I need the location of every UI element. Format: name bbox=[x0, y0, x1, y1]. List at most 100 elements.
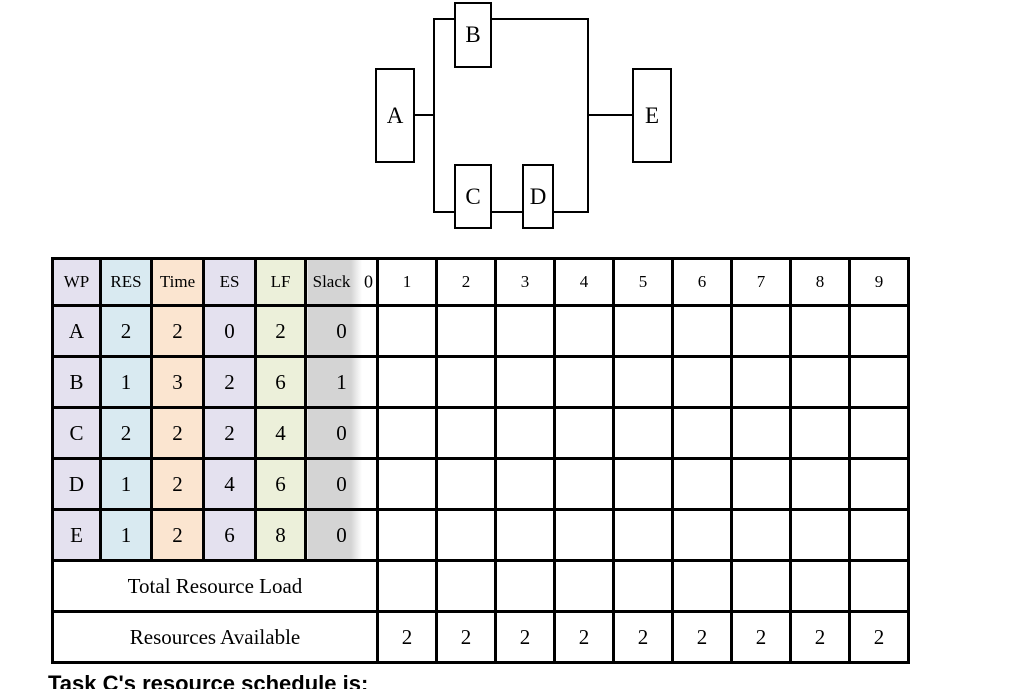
timeline-cell bbox=[789, 355, 851, 409]
schedule-table: WP RES Time ES LF Slack 0 1 2 3 4 5 6 7 … bbox=[51, 257, 910, 664]
task-node-c: C bbox=[454, 164, 492, 229]
timeline-cell bbox=[848, 304, 910, 358]
timeline-label-5: 5 bbox=[612, 257, 674, 307]
task-row-d: D 1 2 4 6 0 bbox=[51, 457, 910, 511]
total-load-cell bbox=[612, 559, 674, 613]
timeline-cell bbox=[553, 406, 615, 460]
edge-join-to-e bbox=[587, 114, 634, 116]
timeline-cell bbox=[494, 457, 556, 511]
total-load-cell bbox=[435, 559, 497, 613]
edge-c-to-d bbox=[490, 211, 524, 213]
precedence-diagram: A B C D E bbox=[0, 0, 1024, 250]
timeline-cell bbox=[671, 406, 733, 460]
column-header-wp: WP bbox=[51, 257, 102, 307]
timeline-cell bbox=[612, 406, 674, 460]
wp-cell: C bbox=[51, 406, 102, 460]
timeline-cell bbox=[848, 406, 910, 460]
resources-available-row: Resources Available 2 2 2 2 2 2 2 2 2 bbox=[51, 610, 910, 664]
resources-available-cell: 2 bbox=[730, 610, 792, 664]
timeline-label-7: 7 bbox=[730, 257, 792, 307]
question-caption: Task C's resource schedule is: bbox=[48, 671, 369, 689]
resources-available-label: Resources Available bbox=[51, 610, 379, 664]
timeline-cell bbox=[553, 457, 615, 511]
column-header-slack: Slack 0 bbox=[304, 257, 379, 307]
timeline-cell bbox=[789, 457, 851, 511]
slack-cell: 0 bbox=[304, 508, 379, 562]
timeline-cell bbox=[376, 457, 438, 511]
total-load-cell bbox=[376, 559, 438, 613]
time-cell: 3 bbox=[150, 355, 205, 409]
timeline-label-0: 0 bbox=[364, 271, 373, 292]
slack-cell: 0 bbox=[304, 457, 379, 511]
timeline-label-4: 4 bbox=[553, 257, 615, 307]
resources-available-cell: 2 bbox=[848, 610, 910, 664]
slack-value: 1 bbox=[336, 369, 347, 394]
resources-available-cell: 2 bbox=[612, 610, 674, 664]
task-node-b: B bbox=[454, 2, 492, 68]
timeline-label-1: 1 bbox=[376, 257, 438, 307]
lf-cell: 2 bbox=[254, 304, 307, 358]
edge-a-branch bbox=[413, 114, 435, 116]
timeline-cell bbox=[376, 508, 438, 562]
res-cell: 1 bbox=[99, 508, 153, 562]
wp-cell: A bbox=[51, 304, 102, 358]
task-node-a: A bbox=[375, 68, 415, 163]
resources-available-cell: 2 bbox=[376, 610, 438, 664]
task-node-e-label: E bbox=[644, 102, 660, 128]
timeline-cell bbox=[789, 508, 851, 562]
task-node-d: D bbox=[522, 164, 554, 229]
timeline-cell bbox=[671, 304, 733, 358]
total-load-cell bbox=[671, 559, 733, 613]
timeline-cell bbox=[730, 355, 792, 409]
res-cell: 2 bbox=[99, 406, 153, 460]
timeline-cell bbox=[730, 304, 792, 358]
slack-header-label: Slack bbox=[312, 272, 351, 291]
timeline-cell bbox=[553, 304, 615, 358]
timeline-label-2: 2 bbox=[435, 257, 497, 307]
total-load-cell bbox=[730, 559, 792, 613]
edge-b-to-join bbox=[490, 18, 589, 20]
timeline-label-9: 9 bbox=[848, 257, 910, 307]
slack-value: 0 bbox=[336, 420, 347, 445]
total-load-cell bbox=[848, 559, 910, 613]
total-load-cell bbox=[789, 559, 851, 613]
task-row-e: E 1 2 6 8 0 bbox=[51, 508, 910, 562]
resources-available-cell: 2 bbox=[435, 610, 497, 664]
timeline-cell bbox=[789, 304, 851, 358]
timeline-cell bbox=[376, 355, 438, 409]
timeline-cell bbox=[612, 355, 674, 409]
resources-available-cell: 2 bbox=[494, 610, 556, 664]
timeline-cell bbox=[730, 406, 792, 460]
total-load-label: Total Resource Load bbox=[51, 559, 379, 613]
timeline-cell bbox=[671, 457, 733, 511]
lf-cell: 6 bbox=[254, 457, 307, 511]
slack-value: 0 bbox=[336, 522, 347, 547]
edge-d-to-join bbox=[552, 211, 589, 213]
task-node-e: E bbox=[632, 68, 672, 163]
es-cell: 6 bbox=[202, 508, 257, 562]
column-header-res: RES bbox=[99, 257, 153, 307]
es-cell: 2 bbox=[202, 406, 257, 460]
timeline-cell bbox=[730, 508, 792, 562]
edge-branch-to-c bbox=[433, 211, 456, 213]
column-header-es: ES bbox=[202, 257, 257, 307]
timeline-label-8: 8 bbox=[789, 257, 851, 307]
timeline-cell bbox=[494, 304, 556, 358]
resources-available-cell: 2 bbox=[789, 610, 851, 664]
timeline-cell bbox=[435, 406, 497, 460]
column-header-lf: LF bbox=[254, 257, 307, 307]
edge-branch-to-b bbox=[433, 18, 456, 20]
res-cell: 2 bbox=[99, 304, 153, 358]
time-cell: 2 bbox=[150, 457, 205, 511]
resources-available-cell: 2 bbox=[671, 610, 733, 664]
res-cell: 1 bbox=[99, 355, 153, 409]
timeline-cell bbox=[612, 457, 674, 511]
timeline-cell bbox=[848, 508, 910, 562]
lf-cell: 4 bbox=[254, 406, 307, 460]
edge-branch-vertical bbox=[433, 18, 435, 213]
timeline-cell bbox=[671, 508, 733, 562]
wp-cell: D bbox=[51, 457, 102, 511]
timeline-cell bbox=[435, 457, 497, 511]
timeline-cell bbox=[435, 508, 497, 562]
